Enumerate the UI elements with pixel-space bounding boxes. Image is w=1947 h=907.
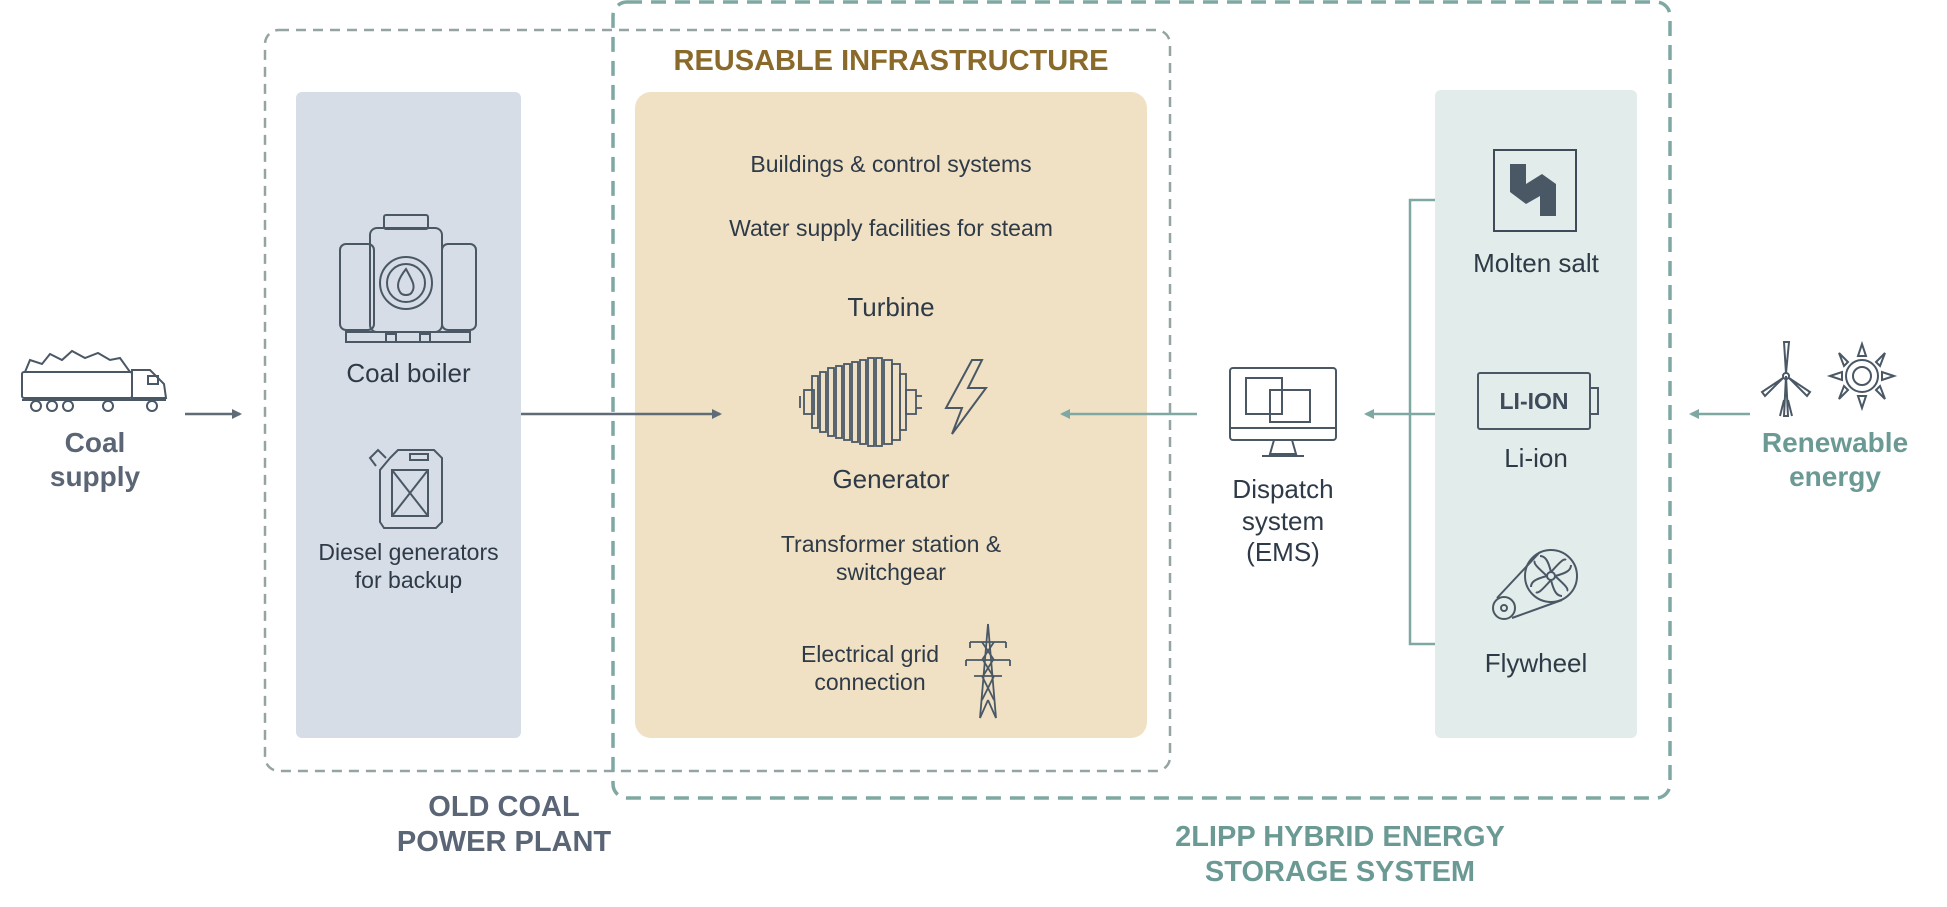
old-plant-panel (296, 92, 521, 738)
turbine-label: Turbine (847, 292, 935, 322)
flywheel-icon (1492, 549, 1578, 620)
storage-system-title: 2LIPP HYBRID ENERGY STORAGE SYSTEM (1175, 821, 1505, 888)
storage-boundary (611, 0, 1672, 800)
flywheel-label: Flywheel (1484, 648, 1588, 678)
renewable-energy-label: Renewable energy (1761, 427, 1909, 493)
li-ion-label: Li-ion (1504, 443, 1568, 473)
storage-bracket (1408, 198, 1435, 646)
coal-supply-label: Coal supply (49, 427, 141, 493)
buildings-label: Buildings & control systems (750, 151, 1032, 177)
pylon-icon (965, 623, 1011, 719)
grid-connection-label: Electrical grid connection (800, 641, 940, 696)
generator-label: Generator (832, 464, 950, 494)
coal-truck-icon (21, 349, 168, 412)
molten-salt-label: Molten salt (1473, 248, 1599, 278)
diesel-generators-label: Diesel generators for backup (318, 539, 499, 594)
coal-boiler-icon (339, 214, 477, 343)
reusable-infrastructure-title: REUSABLE INFRASTRUCTURE (673, 45, 1109, 77)
old-plant-title: OLD COAL POWER PLANT (396, 791, 612, 858)
jerrycan-icon (368, 448, 443, 529)
li-ion-badge: LI-ION (1499, 388, 1569, 414)
battery-icon (1477, 372, 1599, 430)
monitor-icon (1229, 367, 1337, 457)
coal-boiler-label: Coal boiler (346, 358, 471, 388)
water-supply-label: Water supply facilities for steam (729, 215, 1053, 241)
wind-turbine-icon (1760, 341, 1812, 417)
turbine-icon (799, 357, 922, 447)
molten-salt-icon (1493, 149, 1577, 232)
old-plant-boundary (263, 28, 1172, 773)
lightning-icon (944, 359, 988, 435)
transformer-label: Transformer station & switchgear (780, 531, 1002, 586)
sun-icon (1826, 340, 1898, 412)
dispatch-label: Dispatch system (EMS) (1232, 474, 1334, 568)
